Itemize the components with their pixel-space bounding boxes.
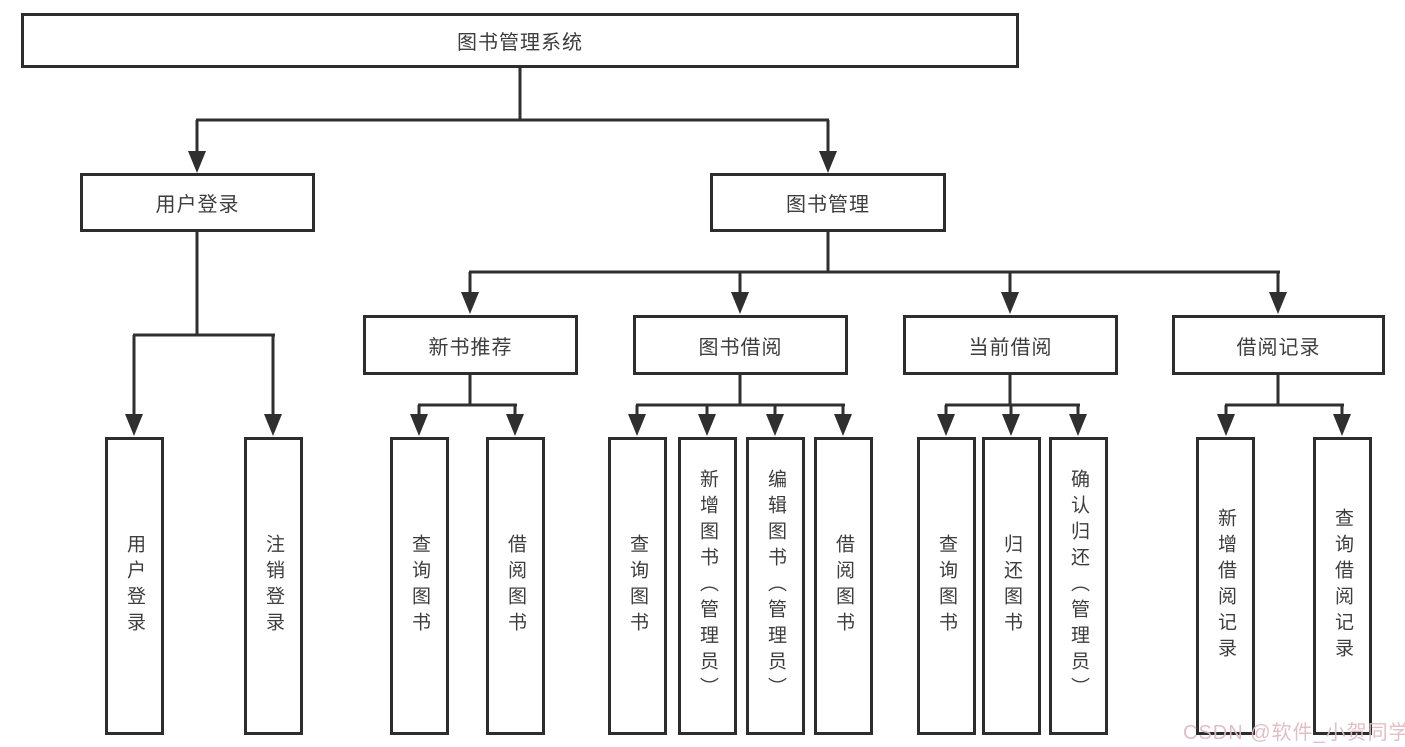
node-root-system: 图书管理系统 <box>21 13 1019 68</box>
node-label: 借阅图书 <box>833 534 854 638</box>
leaf-query-borrow-record: 查询借阅记录 <box>1313 437 1372 735</box>
node-label: 用户登录 <box>124 534 145 638</box>
leaf-logout: 注销登录 <box>244 437 303 735</box>
arrowhead-down-icon <box>264 414 282 436</box>
arrowhead-down-icon <box>937 414 955 436</box>
node-current-borrow: 当前借阅 <box>903 315 1118 375</box>
node-label: 用户登录 <box>155 194 240 216</box>
leaf-user-login: 用户登录 <box>105 437 164 735</box>
node-book-borrow: 图书借阅 <box>633 315 848 375</box>
node-label: 图书管理系统 <box>457 32 583 54</box>
node-label: 查询图书 <box>936 534 957 638</box>
node-new-book-recommend: 新书推荐 <box>363 315 578 375</box>
node-label: 编辑图书（管理员） <box>765 469 786 703</box>
arrowhead-down-icon <box>766 414 784 436</box>
arrowhead-down-icon <box>819 151 837 173</box>
node-label: 新增图书（管理员） <box>697 469 718 703</box>
node-label: 图书管理 <box>786 194 870 216</box>
arrowhead-down-icon <box>461 292 479 314</box>
node-label: 查询图书 <box>409 534 430 638</box>
arrowhead-down-icon <box>628 414 646 436</box>
arrowhead-down-icon <box>834 414 852 436</box>
leaf-return-books: 归还图书 <box>982 437 1041 735</box>
arrowhead-down-icon <box>698 414 716 436</box>
node-label: 当前借阅 <box>968 336 1053 359</box>
arrowhead-down-icon <box>1001 292 1019 314</box>
leaf-add-book-admin: 新增图书（管理员） <box>678 437 737 735</box>
leaf-query-books: 查询图书 <box>608 437 667 735</box>
leaf-confirm-return-admin: 确认归还（管理员） <box>1049 437 1108 735</box>
node-label: 归还图书 <box>1001 534 1022 638</box>
node-label: 注销登录 <box>263 534 284 638</box>
node-label: 确认归还（管理员） <box>1068 469 1089 703</box>
leaf-query-books: 查询图书 <box>917 437 976 735</box>
node-user-login: 用户登录 <box>80 173 315 232</box>
node-label: 借阅记录 <box>1236 336 1321 359</box>
node-label: 新书推荐 <box>428 336 513 359</box>
node-label: 新增借阅记录 <box>1215 508 1236 664</box>
node-borrow-records: 借阅记录 <box>1172 315 1385 375</box>
arrowhead-down-icon <box>410 414 428 436</box>
node-label: 图书借阅 <box>698 336 783 359</box>
arrowhead-down-icon <box>506 414 524 436</box>
node-label: 借阅图书 <box>505 534 526 638</box>
leaf-add-borrow-record: 新增借阅记录 <box>1196 437 1255 735</box>
arrowhead-down-icon <box>125 414 143 436</box>
node-book-management: 图书管理 <box>710 173 946 232</box>
arrowhead-down-icon <box>1069 414 1087 436</box>
arrowhead-down-icon <box>1002 414 1020 436</box>
leaf-query-books: 查询图书 <box>390 437 449 735</box>
arrowhead-down-icon <box>1333 414 1351 436</box>
arrowhead-down-icon <box>731 292 749 314</box>
watermark: CSDN @软件_小贺同学 <box>1183 722 1405 744</box>
arrowhead-down-icon <box>188 151 206 173</box>
node-label: 查询借阅记录 <box>1332 508 1353 664</box>
arrowhead-down-icon <box>1217 414 1235 436</box>
leaf-borrow-books: 借阅图书 <box>814 437 873 735</box>
leaf-borrow-books: 借阅图书 <box>486 437 545 735</box>
node-label: 查询图书 <box>627 534 648 638</box>
leaf-edit-book-admin: 编辑图书（管理员） <box>746 437 805 735</box>
arrowhead-down-icon <box>1269 292 1287 314</box>
